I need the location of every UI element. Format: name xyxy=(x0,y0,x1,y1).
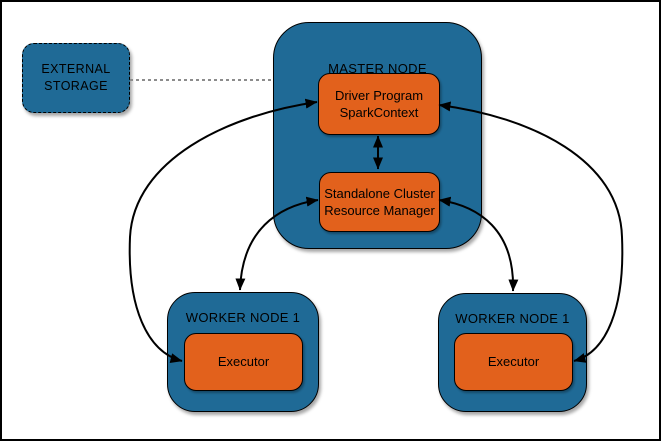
master-node-label: MASTER NODE xyxy=(328,61,427,76)
resource-manager-label-line2: Resource Manager xyxy=(324,203,435,218)
master-node: MASTER NODE Driver Program SparkContext … xyxy=(273,22,482,249)
driver-program-box: Driver Program SparkContext xyxy=(318,73,440,135)
worker-node-left-label: WORKER NODE 1 xyxy=(185,310,301,325)
executor-box-left: Executor xyxy=(184,333,303,391)
driver-program-label-line1: Driver Program xyxy=(334,87,424,103)
driver-program-label-line2: SparkContext xyxy=(339,105,419,120)
executor-box-right: Executor xyxy=(454,333,573,391)
external-storage-node: EXTERNAL STORAGE xyxy=(22,43,130,113)
external-storage-label-line1: EXTERNAL xyxy=(41,62,111,77)
resource-manager-label-line1: Standalone Cluster xyxy=(324,185,435,201)
resource-manager-box: Standalone Cluster Resource Manager xyxy=(319,172,440,232)
executor-right-label: Executor xyxy=(487,354,540,370)
worker-node-right: WORKER NODE 1 Executor xyxy=(438,293,587,412)
external-storage-label-line2: STORAGE xyxy=(44,79,108,93)
executor-left-label: Executor xyxy=(217,354,270,370)
worker-node-right-label: WORKER NODE 1 xyxy=(455,311,570,326)
worker-node-left: WORKER NODE 1 Executor xyxy=(167,292,319,412)
